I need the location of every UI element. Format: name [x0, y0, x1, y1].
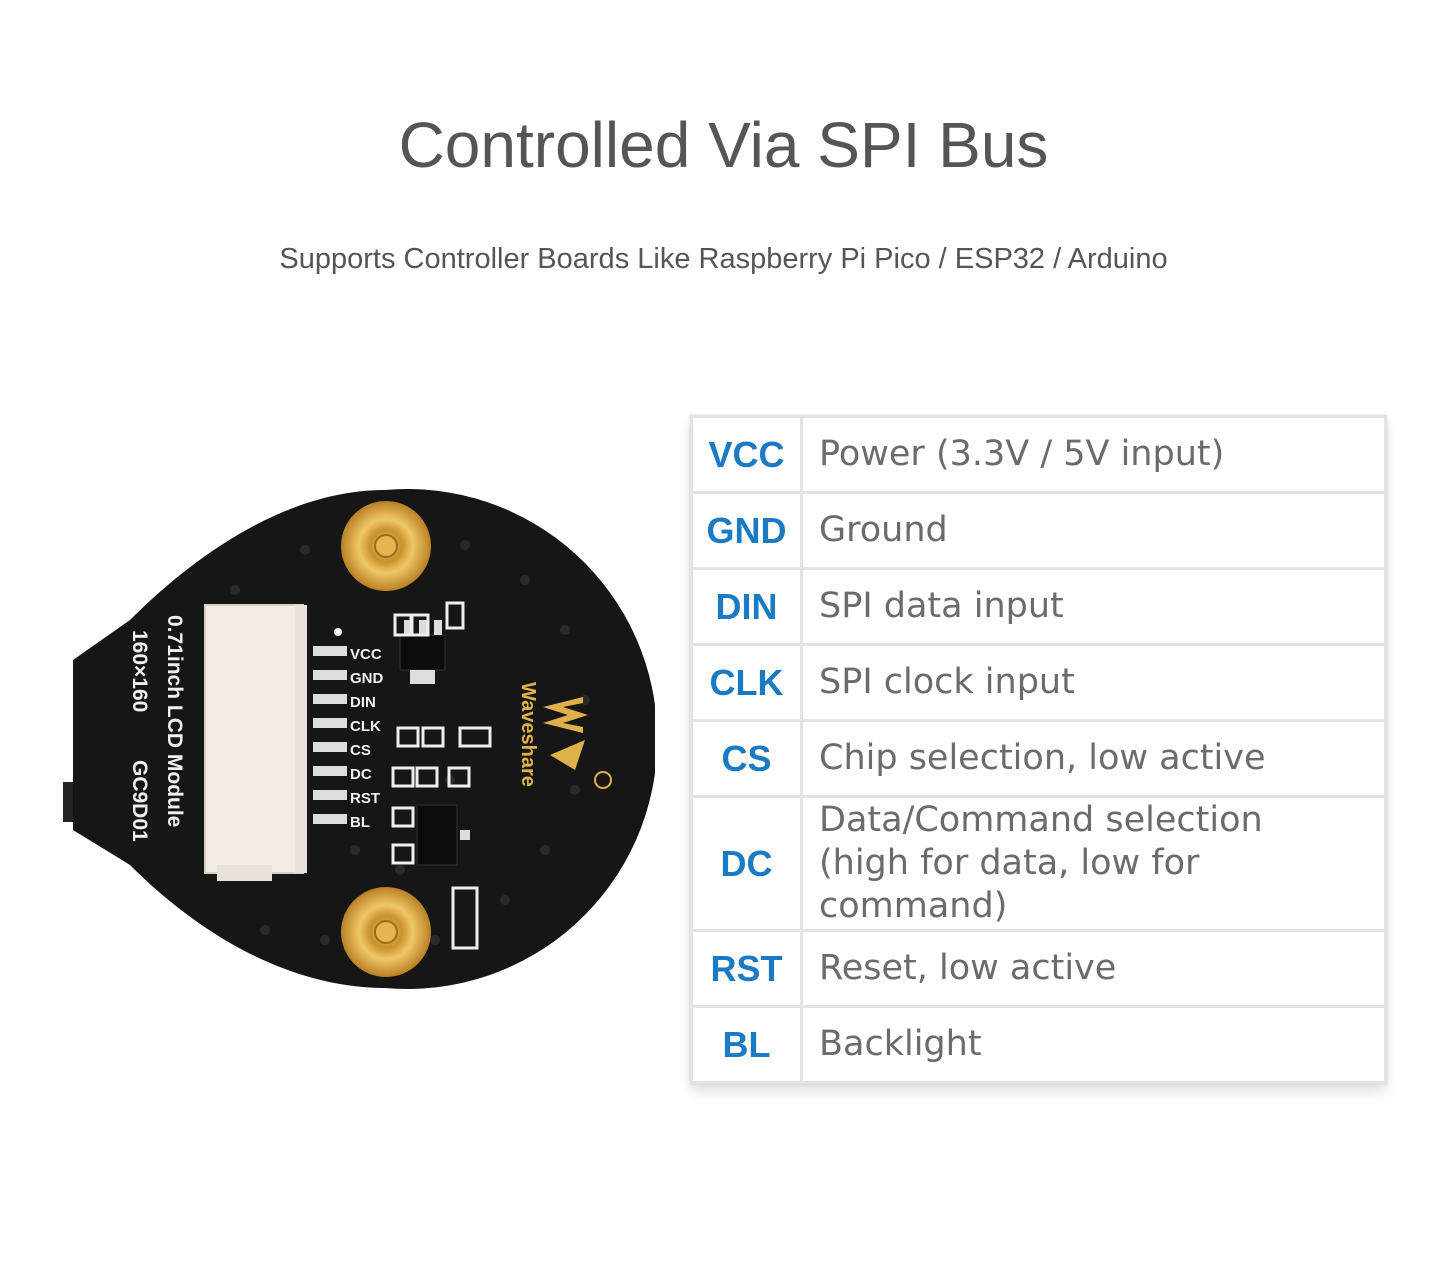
pin-description: SPI data input: [800, 567, 1387, 646]
pin-description: Chip selection, low active: [800, 719, 1387, 798]
connector-pin-pad: [313, 646, 347, 656]
pin-name: RST: [690, 929, 803, 1008]
pin-description-line1: Data/Command selection: [819, 800, 1263, 840]
connector-pin-pad: [313, 814, 347, 824]
board-resolution-text: 160×160: [128, 630, 151, 712]
connector-pin-pad: [313, 718, 347, 728]
connector-pin-pad: [313, 766, 347, 776]
brand-text: Waveshare: [517, 682, 539, 787]
pin-name: DIN: [690, 567, 803, 646]
connector-pin-pad: [313, 790, 347, 800]
mounting-hole-top: [341, 501, 431, 591]
pin-name: CS: [690, 719, 803, 798]
silk-label-din: DIN: [350, 694, 376, 711]
pin-name: CLK: [690, 643, 803, 722]
pin-description: Ground: [800, 491, 1387, 570]
waveshare-logo-icon: [543, 697, 612, 789]
silk-label-rst: RST: [350, 790, 380, 807]
silk-label-vcc: VCC: [350, 646, 382, 663]
connector-pin-pad: [313, 694, 347, 704]
connector-pin-pad: [313, 742, 347, 752]
pin-description: SPI clock input: [800, 643, 1387, 722]
table-row: RST Reset, low active: [690, 929, 1387, 1008]
pin-header-connector: [204, 604, 307, 881]
table-row: CS Chip selection, low active: [690, 719, 1387, 798]
table-row: CLK SPI clock input: [690, 643, 1387, 722]
silk-label-gnd: GND: [350, 670, 384, 687]
ic-regulator: [399, 620, 446, 684]
silk-label-cs: CS: [350, 742, 371, 759]
pin-name: DC: [690, 795, 803, 932]
pin-description: Data/Command selection (high for data, l…: [800, 795, 1387, 932]
board-driver-text: GC9D01: [128, 760, 151, 842]
table-row: DIN SPI data input: [690, 567, 1387, 646]
board-model-text: 0.71inch LCD Module: [163, 615, 186, 827]
connector-pin-pad: [313, 670, 347, 680]
pin-description: Reset, low active: [800, 929, 1387, 1008]
pin-description-line2: (high for data, low for command): [819, 843, 1200, 926]
table-row: DC Data/Command selection (high for data…: [690, 795, 1387, 932]
pin-description: Backlight: [800, 1005, 1387, 1084]
table-row: GND Ground: [690, 491, 1387, 570]
silk-label-dc: DC: [350, 766, 372, 783]
silk-label-bl: BL: [350, 814, 370, 831]
lcd-module-board-image: VCC GND DIN CLK CS DC RST BL 0.71inch LC…: [63, 489, 655, 989]
pin-description: Power (3.3V / 5V input): [800, 415, 1387, 494]
table-row: VCC Power (3.3V / 5V input): [690, 415, 1387, 494]
transistor: [416, 804, 458, 866]
page-subtitle: Supports Controller Boards Like Raspberr…: [279, 243, 1168, 275]
silk-label-clk: CLK: [350, 718, 381, 735]
pin-name: BL: [690, 1005, 803, 1084]
page-title: Controlled Via SPI Bus: [398, 109, 1049, 181]
pin-name: GND: [690, 491, 803, 570]
pin-description-table: VCC Power (3.3V / 5V input) GND Ground D…: [690, 415, 1387, 1084]
pin-name: VCC: [690, 415, 803, 494]
mounting-hole-bottom: [341, 887, 431, 977]
table-row: BL Backlight: [690, 1005, 1387, 1084]
